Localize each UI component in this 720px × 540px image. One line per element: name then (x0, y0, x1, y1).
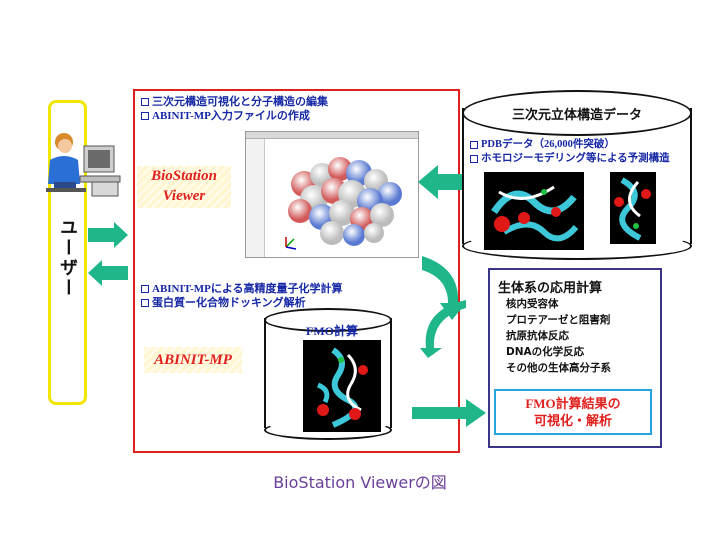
calc-bullets: ABINIT-MPによる高精度量子化学計算 蛋白質ー化合物ドッキング解析 (141, 282, 343, 310)
curved-arrows-icon (420, 256, 466, 358)
fmo-result-line2: 可視化・解析 (533, 413, 612, 428)
list-item: 核内受容体 (506, 298, 559, 310)
list-item: DNAの化学反応 (506, 346, 585, 358)
bullet-item: PDBデータ（26,000件突破） (470, 138, 670, 152)
bullet-item: ホモロジーモデリング等による予測構造 (470, 152, 670, 166)
viewer-screenshot (245, 131, 419, 258)
bullet-item: ABINIT-MPによる高精度量子化学計算 (141, 282, 343, 296)
database-title: 三次元立体構造データ (511, 107, 642, 123)
user-at-computer-icon (46, 133, 121, 197)
database-bullets: PDBデータ（26,000件突破） ホモロジーモデリング等による予測構造 (470, 138, 670, 166)
list-item: その他の生体高分子系 (506, 362, 611, 374)
user-label: ユーザー (57, 218, 78, 298)
viewer-tree-panel (246, 139, 265, 257)
biostation-viewer-label: BioStation Viewer (137, 166, 231, 208)
viewer-bullets: 三次元構造可視化と分子構造の編集 ABINIT-MP入力ファイルの作成 (141, 95, 328, 123)
database-cylinder-top: 三次元立体構造データ (462, 90, 692, 136)
fmo-result-box: FMO計算結果の 可視化・解析 (494, 389, 652, 435)
list-item: プロテアーゼと阻害剤 (506, 314, 611, 326)
applications-list: 核内受容体 プロテアーゼと阻害剤 抗原抗体反応 DNAの化学反応 その他の生体高… (506, 296, 611, 376)
bullet-item: 蛋白質ー化合物ドッキング解析 (141, 296, 343, 310)
database-protein-image-2 (610, 172, 656, 244)
protein-ribbon-icon (614, 177, 651, 241)
figure-caption: BioStation Viewerの図 (273, 473, 447, 492)
bullet-item: ABINIT-MP入力ファイルの作成 (141, 109, 328, 123)
arrow-right-icon (88, 222, 128, 248)
fmo-cylinder-bottom (264, 420, 392, 440)
arrow-right-icon (412, 399, 486, 427)
fmo-cylinder-label: FMO計算 (306, 324, 358, 338)
fmo-cylinder-top (264, 308, 392, 332)
database-cylinder-bottom (462, 232, 692, 260)
list-item: 抗原抗体反応 (506, 330, 569, 342)
fmo-protein-image (303, 340, 381, 432)
applications-title: 生体系の応用計算 (498, 281, 603, 296)
abinit-mp-label: ABINIT-MP (144, 347, 242, 373)
arrow-left-icon (88, 260, 128, 286)
arrow-left-icon (418, 165, 468, 199)
database-protein-image-1 (484, 172, 584, 250)
bullet-item: 三次元構造可視化と分子構造の編集 (141, 95, 328, 109)
protein-ribbon-icon (491, 185, 579, 242)
fmo-result-line1: FMO計算結果の (525, 396, 621, 411)
protein-ribbon-icon (316, 347, 368, 428)
protein-surface-icon (285, 157, 402, 250)
viewer-menubar (246, 132, 418, 139)
